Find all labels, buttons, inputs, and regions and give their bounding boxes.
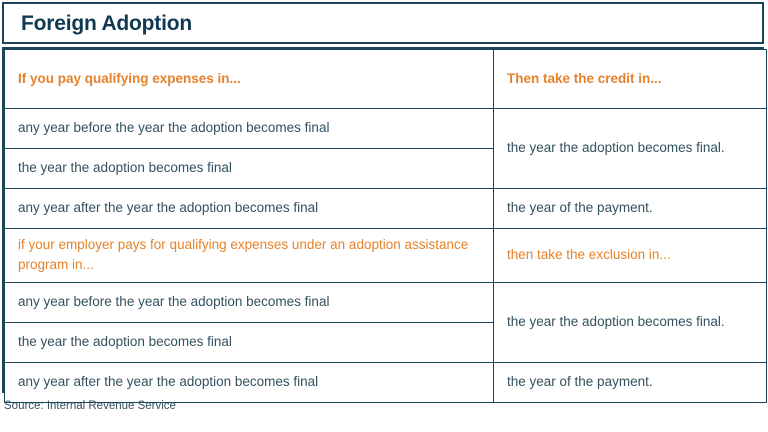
table-row: any year after the year the adoption bec… — [4, 361, 767, 403]
result-cell: the year of the payment. — [493, 188, 767, 229]
result-text: the year of the payment. — [507, 200, 653, 216]
header-label-result: Then take the credit in... — [507, 70, 662, 86]
condition-text: the year the adoption becomes final — [18, 160, 232, 176]
condition-text: the year the adoption becomes final — [18, 334, 232, 350]
source-attribution: Source: Internal Revenue Service — [4, 400, 176, 412]
page-title: Foreign Adoption — [21, 11, 192, 35]
condition-text: any year after the year the adoption bec… — [18, 374, 319, 390]
header-cell-result: Then take the credit in... — [493, 49, 767, 109]
condition-cell: any year after the year the adoption bec… — [4, 188, 494, 229]
title-bar: Foreign Adoption — [2, 2, 764, 44]
subheader-cell-condition: if your employer pays for qualifying exp… — [4, 228, 494, 283]
result-cell: the year of the payment. — [493, 361, 767, 403]
result-cell-merged: the year the adoption becomes final. — [493, 108, 767, 189]
table-row: the year the adoption becomes final — [4, 321, 767, 363]
header-cell-condition: If you pay qualifying expenses in... — [4, 49, 494, 109]
condition-cell: any year before the year the adoption be… — [4, 281, 494, 323]
result-text: the year of the payment. — [507, 374, 653, 390]
result-text: the year the adoption becomes final. — [507, 140, 725, 156]
condition-text: any year before the year the adoption be… — [18, 294, 330, 310]
condition-cell: any year before the year the adoption be… — [4, 108, 494, 149]
subheader-label-condition: if your employer pays for qualifying exp… — [18, 237, 469, 273]
condition-cell: the year the adoption becomes final — [4, 321, 494, 363]
condition-cell: the year the adoption becomes final — [4, 148, 494, 189]
result-text: the year the adoption becomes final. — [507, 314, 725, 330]
table-row: any year before the year the adoption be… — [4, 108, 767, 189]
table-row: any year after the year the adoption bec… — [4, 188, 767, 229]
result-cell-merged: the year the adoption becomes final. — [493, 281, 767, 363]
subheader-label-result: then take the exclusion in... — [507, 247, 671, 263]
condition-text: any year after the year the adoption bec… — [18, 200, 319, 216]
condition-text: any year before the year the adoption be… — [18, 120, 330, 136]
table-row: any year before the year the adoption be… — [4, 281, 767, 363]
subheader-cell-result: then take the exclusion in... — [493, 228, 767, 283]
condition-cell: any year after the year the adoption bec… — [4, 361, 494, 403]
table-subheader-row: if your employer pays for qualifying exp… — [4, 228, 767, 283]
foreign-adoption-table: If you pay qualifying expenses in... The… — [2, 47, 767, 403]
table-row: the year the adoption becomes final — [4, 148, 767, 189]
table-grid: If you pay qualifying expenses in... The… — [4, 49, 767, 403]
header-label-condition: If you pay qualifying expenses in... — [18, 70, 241, 86]
table-header-row: If you pay qualifying expenses in... The… — [4, 49, 767, 109]
